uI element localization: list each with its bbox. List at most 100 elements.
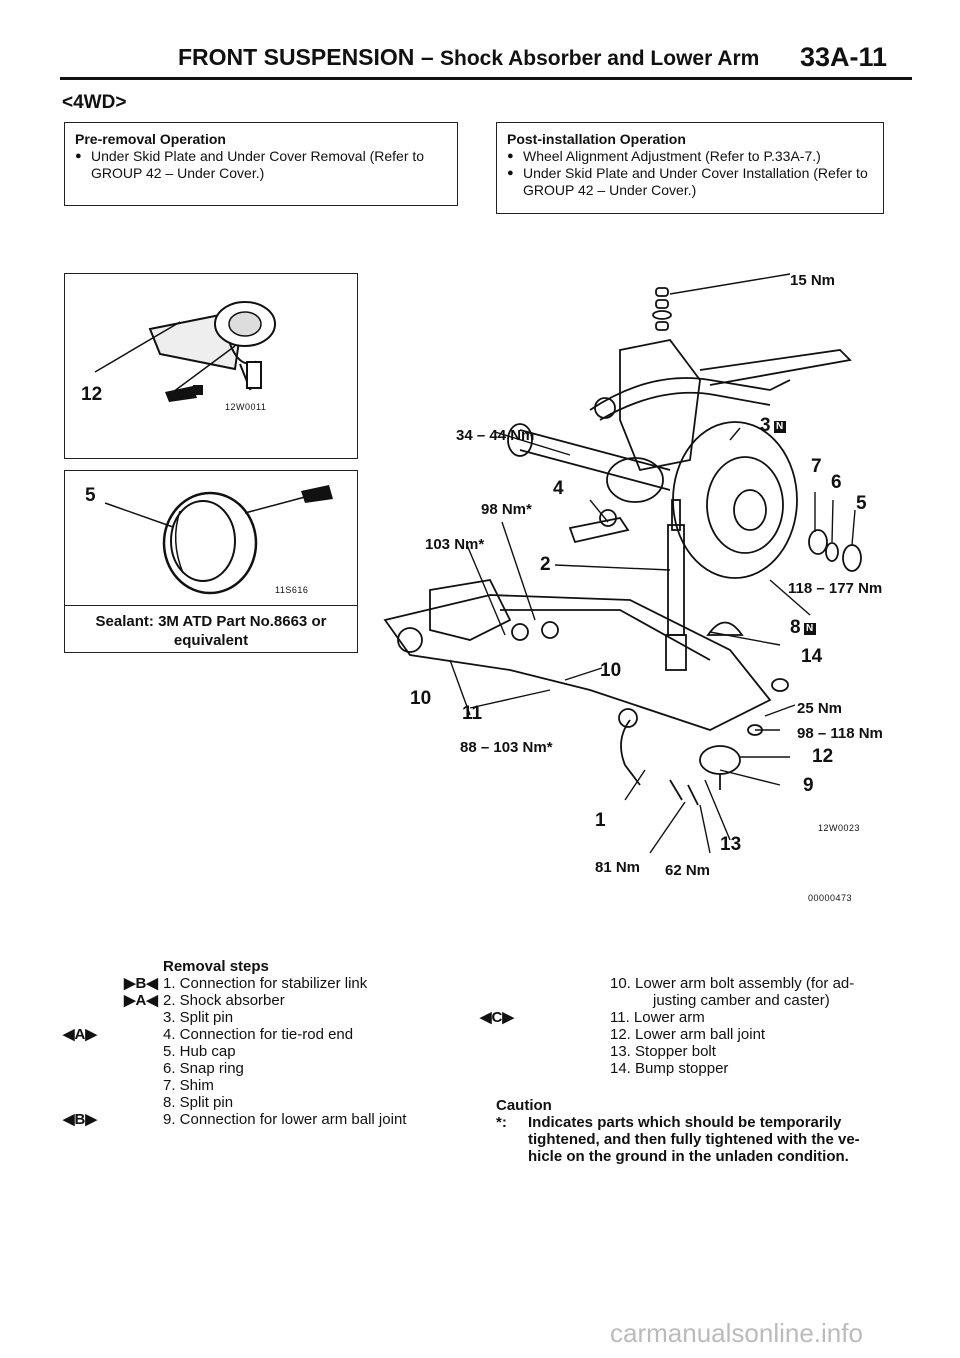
step-text: 6. Snap ring bbox=[163, 1060, 244, 1077]
removal-steps-title: Removal steps bbox=[163, 958, 269, 975]
callout-9: 9 bbox=[803, 775, 814, 796]
step-text: 8. Split pin bbox=[163, 1094, 234, 1111]
fig2-code: 11S616 bbox=[275, 585, 309, 595]
removal-steps-left: Removal steps ▶B◀ 1. Connection for stab… bbox=[63, 958, 470, 1128]
post-installation-title: Post-installation Operation bbox=[507, 131, 686, 147]
caution-line-1: Indicates parts which should be temporar… bbox=[528, 1114, 842, 1131]
step-text: 14. Bump stopper bbox=[610, 1060, 729, 1077]
post-installation-box: Post-installation Operation Wheel Alignm… bbox=[496, 122, 884, 214]
service-mark-b-removal: ◀B▶ bbox=[63, 1111, 97, 1128]
list-item: ▶B◀ 1. Connection for stabilizer link bbox=[100, 975, 470, 992]
caution-star: *: bbox=[496, 1114, 507, 1131]
step-text: 1. Connection for stabilizer link bbox=[163, 975, 368, 992]
page-title: FRONT SUSPENSION – Shock Absorber and Lo… bbox=[178, 44, 759, 71]
torque-62nm: 62 Nm bbox=[665, 862, 711, 879]
torque-118-177nm: 118 – 177 Nm bbox=[788, 580, 883, 597]
pre-removal-list: Under Skid Plate and Under Cover Removal… bbox=[75, 148, 445, 182]
document-code: 00000473 bbox=[808, 893, 853, 903]
torque-25nm: 25 Nm bbox=[797, 700, 843, 717]
callout-5: 5 bbox=[856, 493, 867, 514]
section-title: FRONT SUSPENSION bbox=[178, 44, 415, 70]
fig2-callout: 5 bbox=[85, 485, 96, 506]
service-mark-b-install: ▶B◀ bbox=[124, 975, 158, 992]
step-text: 11. Lower arm bbox=[610, 1009, 705, 1026]
list-item: 7. Shim bbox=[100, 1077, 470, 1094]
torque-103nm: 103 Nm* bbox=[425, 536, 485, 553]
list-item: ▶A◀ 2. Shock absorber bbox=[100, 992, 470, 1009]
callout-7: 7 bbox=[811, 456, 822, 477]
section-subtitle: Shock Absorber and Lower Arm bbox=[440, 47, 760, 70]
list-item: 14. Bump stopper bbox=[480, 1060, 900, 1077]
post-installation-list: Wheel Alignment Adjustment (Refer to P.3… bbox=[507, 148, 871, 199]
list-item: 5. Hub cap bbox=[100, 1043, 470, 1060]
step-text: 4. Connection for tie-rod end bbox=[163, 1026, 354, 1043]
fig1-code: 12W0011 bbox=[225, 402, 267, 412]
hub-cap-illustration bbox=[104, 485, 333, 595]
list-item: 12. Lower arm ball joint bbox=[480, 1026, 900, 1043]
callout-4: 4 bbox=[553, 478, 564, 499]
new-part-badge: N bbox=[803, 623, 816, 635]
caution-note: Caution *: Indicates parts which should … bbox=[496, 1097, 916, 1165]
watermark: carmanualsonline.info bbox=[610, 1318, 863, 1348]
step-text: justing camber and caster) bbox=[653, 992, 830, 1009]
step-text: 10. Lower arm bolt assembly (for ad- bbox=[610, 975, 855, 992]
variant-label: <4WD> bbox=[62, 92, 127, 113]
callout-8-number: 8 bbox=[790, 617, 801, 638]
title-dash: – bbox=[420, 44, 434, 70]
torque-98-118nm: 98 – 118 Nm bbox=[797, 725, 883, 742]
pre-removal-title: Pre-removal Operation bbox=[75, 131, 226, 147]
callout-10-center: 10 bbox=[600, 660, 622, 681]
callout-13: 13 bbox=[720, 834, 742, 855]
step-text: 13. Stopper bolt bbox=[610, 1043, 716, 1060]
step-text: 7. Shim bbox=[163, 1077, 214, 1094]
post-installation-item: Under Skid Plate and Under Cover Install… bbox=[507, 165, 871, 199]
step-text: 9. Connection for lower arm ball joint bbox=[163, 1111, 407, 1128]
caution-line-3: hicle on the ground in the unladen condi… bbox=[528, 1148, 849, 1165]
post-installation-item: Wheel Alignment Adjustment (Refer to P.3… bbox=[507, 148, 871, 165]
pre-removal-box: Pre-removal Operation Under Skid Plate a… bbox=[64, 122, 458, 206]
header-rule bbox=[60, 77, 912, 80]
torque-98nm: 98 Nm* bbox=[481, 501, 532, 518]
ball-joint-illustration bbox=[94, 301, 276, 402]
step-text: 12. Lower arm ball joint bbox=[610, 1026, 766, 1043]
step-text: 5. Hub cap bbox=[163, 1043, 236, 1060]
caution-line-2: tightened, and then fully tightened with… bbox=[528, 1131, 860, 1148]
service-mark-a-install: ▶A◀ bbox=[124, 992, 158, 1009]
figure-ball-joint: 12 12W0011 bbox=[64, 273, 358, 459]
list-item: 13. Stopper bolt bbox=[480, 1043, 900, 1060]
removal-steps-right: 10. Lower arm bolt assembly (for ad- jus… bbox=[480, 975, 900, 1077]
list-item: 6. Snap ring bbox=[100, 1060, 470, 1077]
list-item: ◀B▶ 9. Connection for lower arm ball joi… bbox=[63, 1111, 470, 1128]
torque-34-44nm: 34 – 44 Nm bbox=[456, 427, 535, 444]
list-item: 10. Lower arm bolt assembly (for ad- bbox=[480, 975, 900, 992]
step-text: 2. Shock absorber bbox=[163, 992, 285, 1009]
page-number: 33A-11 bbox=[800, 42, 888, 72]
pre-removal-item: Under Skid Plate and Under Cover Removal… bbox=[75, 148, 445, 182]
callout-12: 12 bbox=[812, 746, 834, 767]
service-mark-a-removal: ◀A▶ bbox=[63, 1026, 97, 1043]
callout-6: 6 bbox=[831, 472, 842, 493]
caution-body: *: Indicates parts which should be tempo… bbox=[496, 1114, 916, 1165]
new-part-badge: N bbox=[773, 421, 786, 433]
torque-88-103nm: 88 – 103 Nm* bbox=[460, 739, 553, 756]
callout-10-left: 10 bbox=[410, 688, 432, 709]
caution-title: Caution bbox=[496, 1097, 552, 1114]
sealant-line-1: Sealant: 3M ATD Part No.8663 or bbox=[95, 613, 327, 630]
step-text: 3. Split pin bbox=[163, 1009, 234, 1026]
callout-14: 14 bbox=[801, 646, 823, 667]
sealant-note: Sealant: 3M ATD Part No.8663 or equivale… bbox=[64, 605, 358, 653]
list-item: ◀C▶ 11. Lower arm bbox=[480, 1009, 900, 1026]
service-mark-c-removal: ◀C▶ bbox=[480, 1009, 514, 1026]
callout-3-number: 3 bbox=[760, 415, 771, 436]
list-item: 8. Split pin bbox=[100, 1094, 470, 1111]
sealant-line-2: equivalent bbox=[173, 632, 249, 649]
callout-11: 11 bbox=[462, 703, 483, 724]
list-item: 3. Split pin bbox=[100, 1009, 470, 1026]
figure-hub-cap: 5 11S616 bbox=[64, 470, 358, 606]
torque-81nm: 81 Nm bbox=[595, 859, 641, 876]
exploded-view-diagram bbox=[383, 273, 862, 854]
main-figure-code: 12W0023 bbox=[818, 823, 861, 833]
fig1-callout: 12 bbox=[81, 384, 103, 405]
